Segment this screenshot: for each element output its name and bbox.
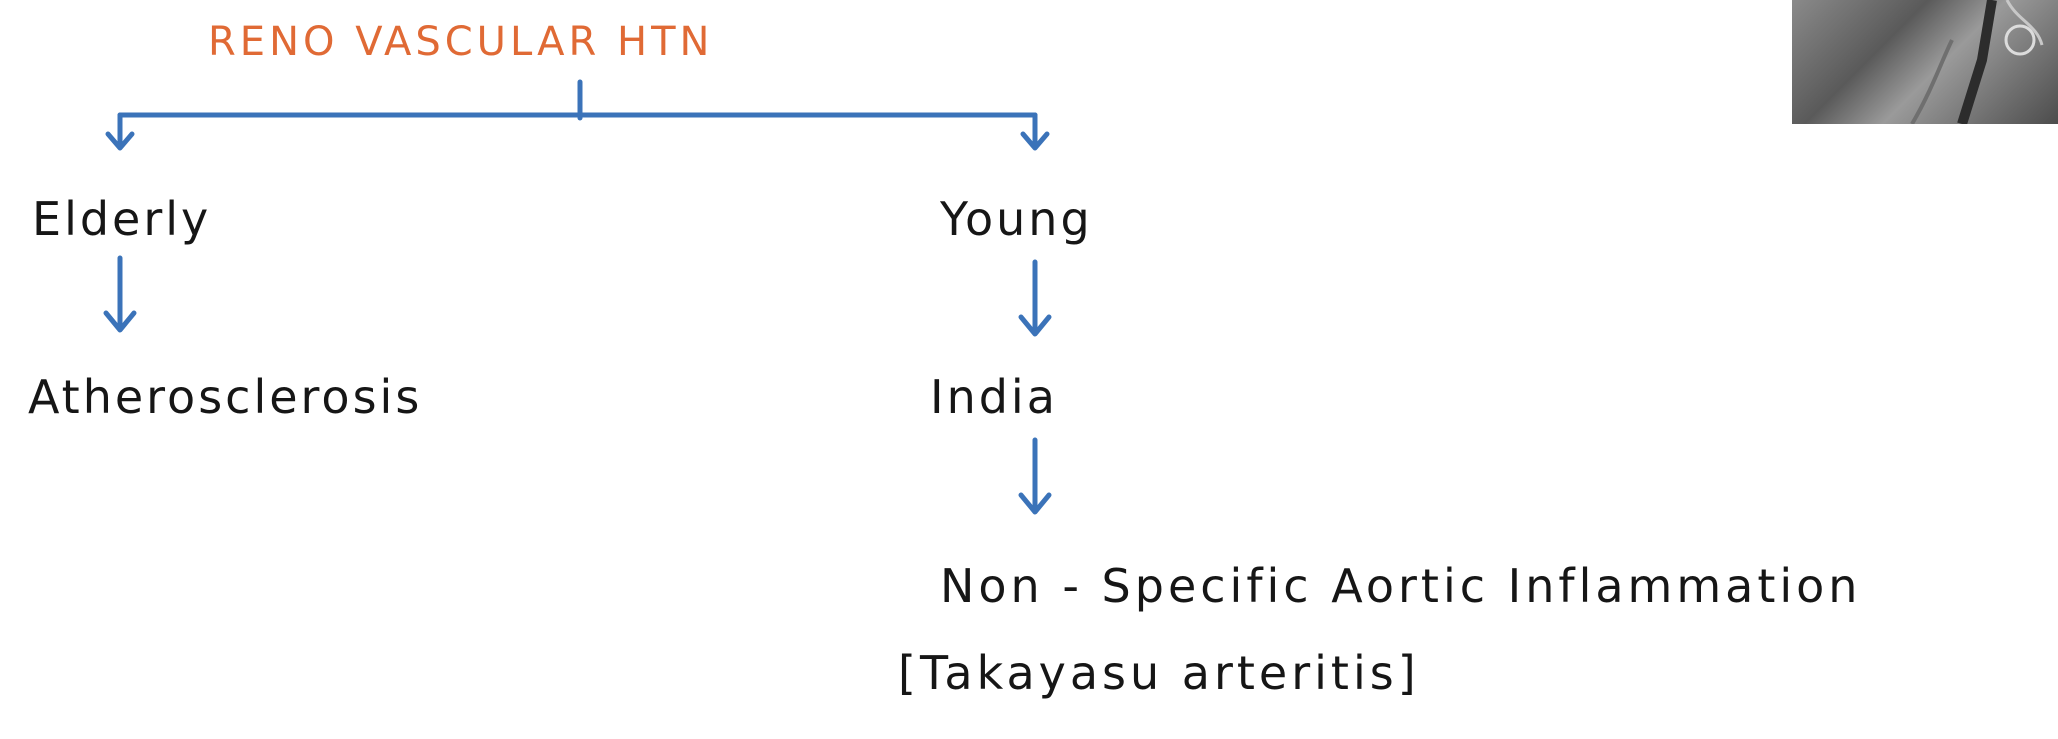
arrow-india-to-nonspecific [1018,437,1052,515]
arrow-elderly-to-atherosclerosis [103,255,137,333]
node-nonspecific-aortic-inflammation: Non - Specific Aortic Inflammation [940,559,1862,613]
node-young: Young [940,192,1093,246]
node-takayasu-arteritis: [Takayasu arteritis] [898,646,1420,700]
arrow-to-elderly [105,112,135,151]
node-india: India [930,370,1058,424]
node-atherosclerosis: Atherosclerosis [28,370,423,424]
arrow-to-young [1020,112,1050,151]
angiogram-thumbnail-graphic [1910,0,2044,124]
node-elderly: Elderly [32,192,212,246]
arrow-young-to-india [1018,259,1052,337]
angiogram-thumbnail-image [1792,0,2058,124]
diagram-title: RENO VASCULAR HTN [208,19,714,65]
